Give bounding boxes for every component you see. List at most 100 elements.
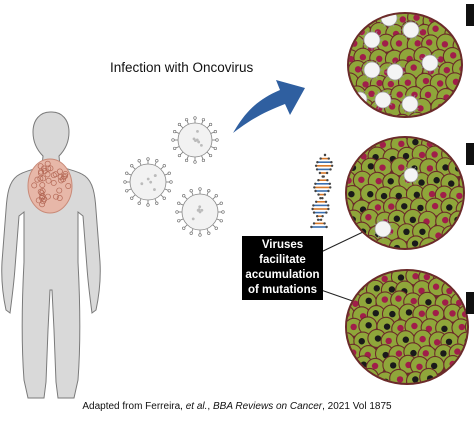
cell-nucleus [358, 338, 365, 345]
tumor-patch-cells [31, 160, 72, 208]
cell-nucleus [467, 56, 473, 62]
dna-backbone-node [314, 200, 318, 203]
tumor-patch-cell [34, 176, 41, 183]
cell-nucleus [340, 261, 346, 267]
cell-virus-spike [398, 62, 401, 66]
virus-spike-tip [167, 189, 171, 193]
tumor-cell [349, 14, 368, 29]
dna-backbone-node [314, 182, 317, 185]
cell-nucleus [449, 125, 455, 131]
virus-dot [198, 205, 202, 209]
cell-nucleus [453, 6, 459, 12]
cell-nucleus [457, 274, 464, 281]
cell-nucleus [462, 361, 467, 369]
tumor-patch-cell [50, 180, 57, 186]
cell-nucleus [393, 244, 401, 248]
cell-nucleus [428, 190, 436, 198]
panel-edge-mark [466, 292, 474, 314]
tumor-cell [448, 237, 463, 248]
arrow-shaft [233, 80, 305, 133]
dna-backbone-node [312, 204, 315, 207]
cell-nucleus [442, 138, 449, 146]
cell-nucleus [387, 178, 394, 185]
tumor-cell [365, 271, 386, 274]
dna-backbone-node [325, 211, 328, 214]
cell-nucleus [433, 177, 440, 184]
dna-backbone-node [330, 161, 333, 164]
dna-backbone-node [321, 175, 324, 178]
cell-virus-body [374, 91, 392, 109]
tumor-cell [349, 88, 352, 108]
cell-virus [372, 218, 394, 240]
cell-nucleus [387, 127, 393, 133]
virus-capsid [129, 163, 167, 201]
tumor-cell [347, 279, 355, 299]
mutation-label-line: accumulation [245, 269, 320, 281]
cell-nucleus [411, 322, 418, 330]
dna-backbone-node [315, 215, 319, 218]
cell-virus-body [421, 54, 439, 72]
virus-spike-tip [182, 226, 186, 230]
tumor-cell [407, 111, 427, 116]
cell-virus-spike [395, 21, 399, 24]
tumor-cell [392, 113, 412, 116]
tumor-cell [442, 271, 462, 274]
cell-nucleus [367, 119, 373, 125]
cell-nucleus [345, 129, 351, 135]
tumor-cell [349, 14, 353, 29]
virus-spike-tip [130, 196, 134, 200]
cell-nucleus [397, 324, 404, 332]
virus-spike-tip [162, 196, 166, 200]
dna-backbone-node [316, 161, 319, 164]
cell-nucleus [425, 39, 433, 46]
dna-backbone-node [329, 168, 332, 171]
caption-prefix: Adapted from Ferreira, [82, 401, 186, 412]
cell-nucleus [375, 177, 382, 185]
dna-backbone-node [327, 204, 330, 207]
cell-virus-spike [389, 62, 392, 66]
tumor-cell [455, 222, 463, 242]
tumor-cell [457, 22, 461, 43]
cell-nucleus [401, 260, 407, 266]
cell-nucleus [380, 192, 388, 200]
dna-backbone-node [325, 171, 329, 175]
tumor-cell [347, 368, 366, 383]
cell-nucleus [442, 216, 449, 224]
caption-et-al: et al. [185, 401, 208, 412]
panel-edge-mark [466, 4, 474, 26]
cell-nucleus [416, 363, 423, 370]
cell-nucleus [464, 259, 470, 265]
tumor-cell [347, 237, 366, 248]
cell-nucleus [458, 94, 461, 101]
cell-nucleus [419, 126, 425, 132]
cell-virus-spike [373, 223, 377, 226]
cell-virus-spike [413, 110, 416, 114]
cell-nucleus [348, 190, 355, 198]
cell-nucleus [412, 138, 419, 146]
cell-virus-spike [375, 46, 378, 50]
tumor-cell [347, 271, 355, 273]
cell-virus-spike [402, 169, 406, 172]
tumor-patch-cell [40, 175, 47, 182]
dna-backbone-node [315, 168, 319, 171]
cell-virus-spike [351, 102, 355, 105]
virus-dot [198, 210, 202, 214]
dna-backbone-node [317, 179, 320, 182]
cluster-cells [345, 125, 463, 248]
cell-virus-spike [413, 94, 416, 98]
cell-virus-spike [378, 34, 382, 37]
virus-dot [153, 188, 156, 191]
cell-virus-spike [433, 69, 436, 73]
cell-nucleus [384, 121, 390, 127]
tumor-patch-cell [52, 171, 59, 178]
cell-virus-spike [417, 33, 421, 36]
cell-nucleus [368, 90, 375, 98]
cell-nucleus [432, 283, 440, 290]
cell-virus-spike [424, 53, 427, 57]
cell-virus-spike [398, 78, 401, 82]
cell-nucleus [410, 349, 417, 357]
cell-nucleus [417, 105, 424, 112]
cell-virus-spike [377, 235, 380, 239]
virus-spike-tip [193, 116, 197, 120]
cell-virus-spike [384, 9, 385, 11]
